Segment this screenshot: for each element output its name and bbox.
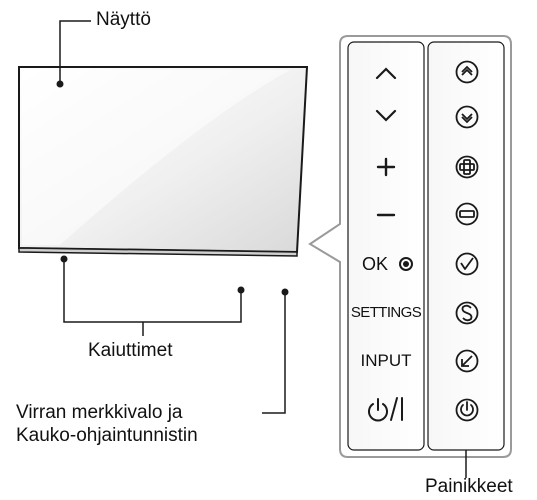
input-arrow-circle-icon [455, 349, 479, 373]
indicator-label-line1: Virran merkkivalo ja [16, 402, 183, 423]
tv-screen [18, 66, 309, 257]
speakers-bracket [60, 255, 245, 336]
buttons-panel [308, 35, 512, 458]
chevron-down-icon [375, 109, 397, 122]
ok-dot-icon [399, 257, 413, 271]
settings-s-circle-icon [455, 301, 479, 325]
screen-label: Näyttö [96, 9, 151, 30]
plus-circle-icon [455, 155, 479, 179]
ok-button-label: OK [362, 254, 389, 274]
panel-buttons-label: Painikkeet [425, 476, 513, 497]
input-button-label: INPUT [360, 351, 412, 370]
settings-button-label: SETTINGS [350, 304, 422, 321]
indicator-label-line2: Kauko-ohjaintunnistin [16, 425, 198, 446]
plus-icon [376, 157, 396, 177]
chevron-up-circle-icon [455, 60, 479, 84]
speakers-label: Kaiuttimet [88, 340, 173, 361]
power-icon [368, 397, 403, 422]
minus-circle-icon [455, 202, 479, 226]
power-circle-icon [455, 398, 479, 422]
indicator-leader [262, 288, 289, 414]
tv-bottom-bezel [18, 247, 298, 257]
chevron-down-circle-icon [455, 105, 479, 129]
screen-leader [56, 20, 91, 88]
check-circle-icon [455, 252, 479, 276]
screen-glare [22, 70, 290, 245]
chevron-up-icon [375, 67, 397, 80]
